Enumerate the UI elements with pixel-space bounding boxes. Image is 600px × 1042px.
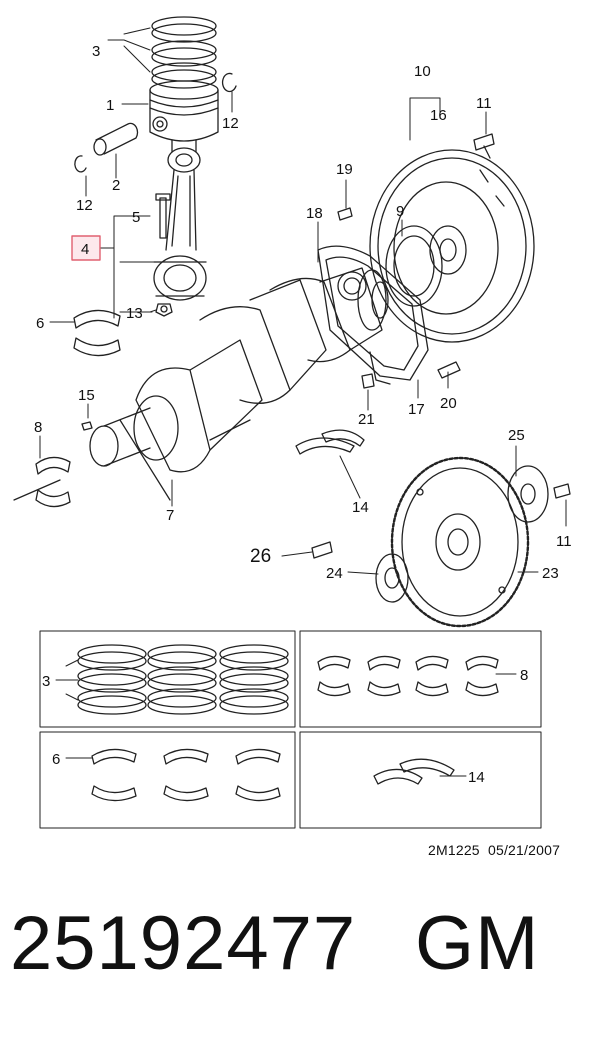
plates-illustration — [375, 465, 571, 603]
callout-13: 13 — [126, 305, 143, 322]
callout-20: 20 — [440, 395, 457, 412]
detail-box-main-bearings — [299, 630, 542, 728]
callout-7: 7 — [166, 507, 174, 524]
callout-15: 15 — [78, 387, 95, 404]
callout-21: 21 — [358, 411, 375, 428]
part-number: 25192477 — [10, 901, 357, 986]
diagram-reference: 2M1225 05/21/2007 — [428, 842, 560, 858]
seal-housing-illustration — [317, 245, 429, 385]
diagram-code: 2M1225 — [428, 842, 480, 858]
callout-4: 4 — [81, 241, 89, 258]
crankshaft-illustration — [13, 267, 389, 501]
exploded-parts-diagram: 3 1 12 2 12 4 5 6 13 15 8 7 10 11 16 19 … — [13, 16, 572, 829]
bolts-illustration — [311, 133, 495, 559]
detail-thrust-label: 14 — [468, 769, 485, 786]
callout-1: 1 — [106, 97, 114, 114]
diagram-date: 05/21/2007 — [487, 842, 561, 858]
callout-11-bottom: 11 — [556, 533, 572, 550]
callout-24: 24 — [326, 565, 343, 582]
callout-25: 25 — [508, 427, 525, 444]
callout-6: 6 — [36, 315, 44, 332]
snap-rings-illustration — [74, 72, 237, 173]
highlight-box-4 — [71, 235, 101, 261]
part-brand: GM — [415, 901, 540, 986]
callout-12-left: 12 — [76, 197, 93, 214]
ring-gear-illustration — [390, 456, 530, 628]
callout-26: 26 — [250, 546, 271, 567]
callout-11-top: 11 — [476, 95, 492, 112]
detail-box-conrod-bearings — [39, 731, 296, 829]
connecting-rod-illustration — [153, 147, 207, 317]
bearings-left-illustration — [35, 309, 121, 508]
thrust-washers-illustration — [295, 429, 365, 455]
detail-conrod-label: 6 — [52, 751, 60, 768]
callout-2: 2 — [112, 177, 120, 194]
detail-bearings-label: 8 — [520, 667, 528, 684]
callout-8: 8 — [34, 419, 42, 436]
callout-18: 18 — [306, 205, 323, 222]
piston-pin-illustration — [93, 122, 139, 156]
detail-box-thrust-washers — [299, 731, 542, 829]
callout-12-right: 12 — [222, 115, 239, 132]
callout-19: 19 — [336, 161, 353, 178]
callout-10: 10 — [414, 63, 431, 80]
callout-14: 14 — [352, 499, 369, 516]
piston-rings-illustration — [151, 16, 217, 89]
callout-23: 23 — [542, 565, 559, 582]
callout-17: 17 — [408, 401, 425, 418]
callout-5: 5 — [132, 209, 140, 226]
leader-lines — [39, 27, 567, 575]
callout-16: 16 — [430, 107, 447, 124]
flywheel-illustration — [369, 149, 535, 343]
detail-box-rings — [39, 630, 296, 728]
detail-rings-label: 3 — [42, 673, 50, 690]
piston-illustration — [149, 80, 219, 153]
callout-9: 9 — [396, 203, 404, 220]
callout-3: 3 — [92, 43, 100, 60]
